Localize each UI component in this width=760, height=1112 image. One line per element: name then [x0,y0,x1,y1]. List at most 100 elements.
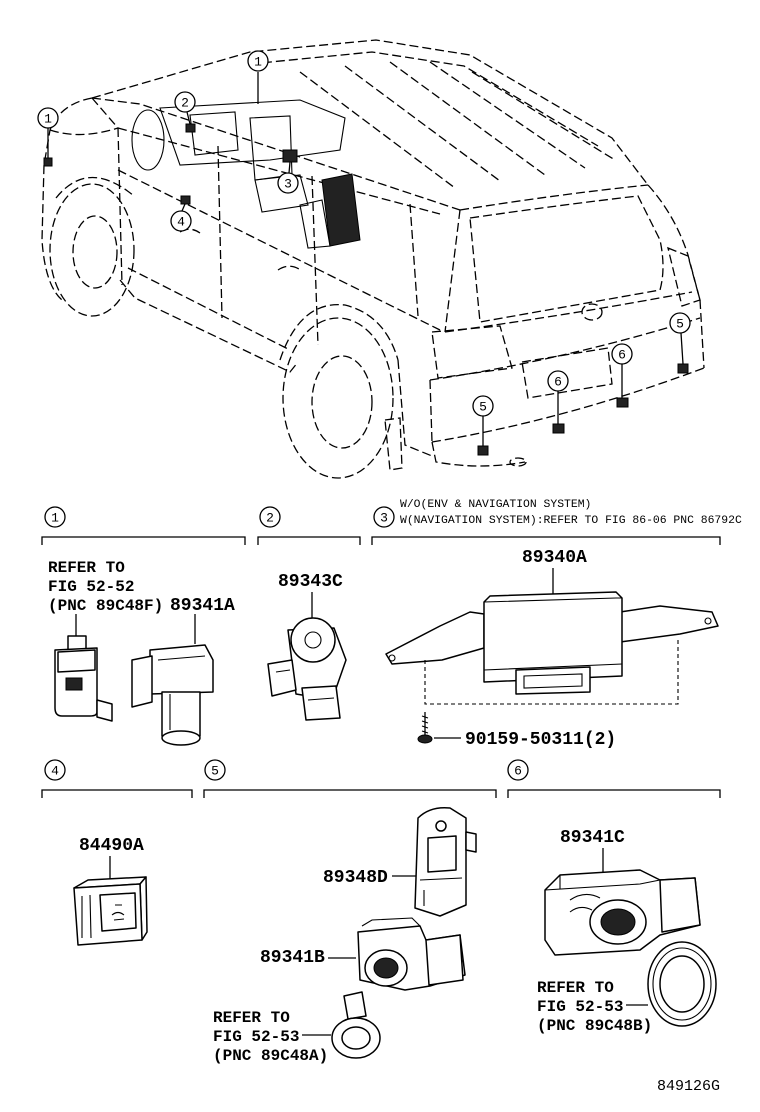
screw-90159-50311 [417,712,433,744]
sensor-connector [57,649,96,673]
callout-circle [277,172,299,194]
vehicle-callout: 3 [277,161,299,194]
sensor-housing-top [361,917,421,927]
sensor-tab [67,635,87,651]
rear-wheel-arch [279,303,399,361]
vehicle-callout: 2 [174,91,196,125]
interior-cockpit [131,99,361,249]
retainer-hole [435,820,447,832]
refer-figure: FIG 52-53 [537,998,623,1016]
refer-text: REFER TO [48,559,125,577]
vehicle-illustration: 1 2 1 3 4 5 6 [37,39,705,479]
rear-center-sensor-right-mark [616,397,629,408]
callout-circle [472,395,494,417]
section-2: 89343C [267,572,347,721]
sensor-connector [301,685,341,721]
section-bracket [41,536,246,545]
callout-circle [547,370,569,392]
sensor-connector [425,934,464,986]
section-bracket [371,536,721,545]
part-number-84490a: 84490A [79,836,144,856]
roof-rail-near [91,97,461,211]
vehicle-callout: 1 [37,107,59,158]
sensor-connector [659,877,701,933]
side-window-top [117,127,441,215]
ecu-case-edge [483,597,623,671]
steering-wheel [131,109,165,171]
callout-circle [247,50,269,72]
a-pillar [91,97,119,129]
hatch-lower-edge [444,291,693,333]
vehicle-sensor-marks [43,123,689,456]
callout-circle [37,107,59,129]
ecu-left-bracket [385,611,485,665]
instrument-cluster [189,111,239,156]
callout-number: 6 [618,348,626,363]
roof-outline [91,39,649,186]
sensor-detail [157,655,206,730]
vehicle-callout: 5 [472,395,494,446]
rear-quarter [397,359,433,457]
part-number-89341b: 89341B [260,948,325,968]
retainer-tab [465,831,477,853]
section-number: 5 [211,764,219,779]
section-bracket [257,536,361,545]
running-board [119,279,299,373]
callout-number: 5 [479,400,487,415]
sensor-89343c [267,617,347,721]
meter-sensor-mark [185,123,196,133]
rear-bumper-sides [429,299,705,443]
vehicle-callout: 5 [669,312,691,365]
referenced-bezel-ring [647,941,717,1027]
sensor-housing-edge [544,875,661,891]
rear-bumper-bottom [431,367,705,443]
section-6: 89341C REFER TO FIG 52-53 (PNC 89C48B) [537,828,717,1035]
dashboard [159,99,346,166]
front-sensor-mark [43,157,53,167]
sensor-89341a [131,644,214,746]
hatch-left-edge [444,209,461,333]
part-number-89343c: 89343C [278,572,343,592]
front-wheel [49,183,135,317]
section-note: W(NAVIGATION SYSTEM):REFER TO FIG 86-06 … [400,515,742,527]
c-pillar [409,203,419,317]
b-pillar [217,145,223,319]
refer-pnc: (PNC 89C48F) [48,597,163,615]
refer-pnc: (PNC 89C48B) [537,1017,652,1035]
bezel-ring-inner [341,1026,371,1050]
part-number-89348d: 89348D [323,868,388,888]
switch-symbol [111,904,125,921]
front-end [41,97,93,301]
section-number: 6 [514,764,522,779]
section-number: 2 [266,511,274,526]
callout-circle [170,210,192,232]
referenced-bezel-ring [331,991,381,1059]
hatch-top [459,184,649,211]
bezel-ring-rim [652,947,712,1021]
front-wheel-hub [72,215,118,289]
part-number-89340a: 89340A [522,548,587,568]
bezel-clip [343,991,367,1020]
switch-ribs [81,894,92,939]
roof-rail-far [249,51,599,147]
callout-circle [611,343,633,365]
screw-head [417,734,433,744]
callout-circle [174,91,196,113]
ecu-right-bracket [619,605,719,643]
front-door-edge [117,127,123,286]
section-number-circle [507,759,529,781]
bracket-hole [704,617,712,625]
callout-circle [669,312,691,334]
license-plate-recess [521,347,613,399]
sensor-head [290,617,336,663]
sensor-face-center [600,908,636,936]
right-tail-light [667,246,701,307]
rear-corner-sensor-left-mark [477,445,489,456]
part-number-89341c: 89341C [560,828,625,848]
ecu-89340a [385,591,719,695]
sensor-head-center [304,631,322,649]
leader-line [288,161,291,174]
seat-cushion [299,199,331,249]
hood-line [49,127,119,136]
